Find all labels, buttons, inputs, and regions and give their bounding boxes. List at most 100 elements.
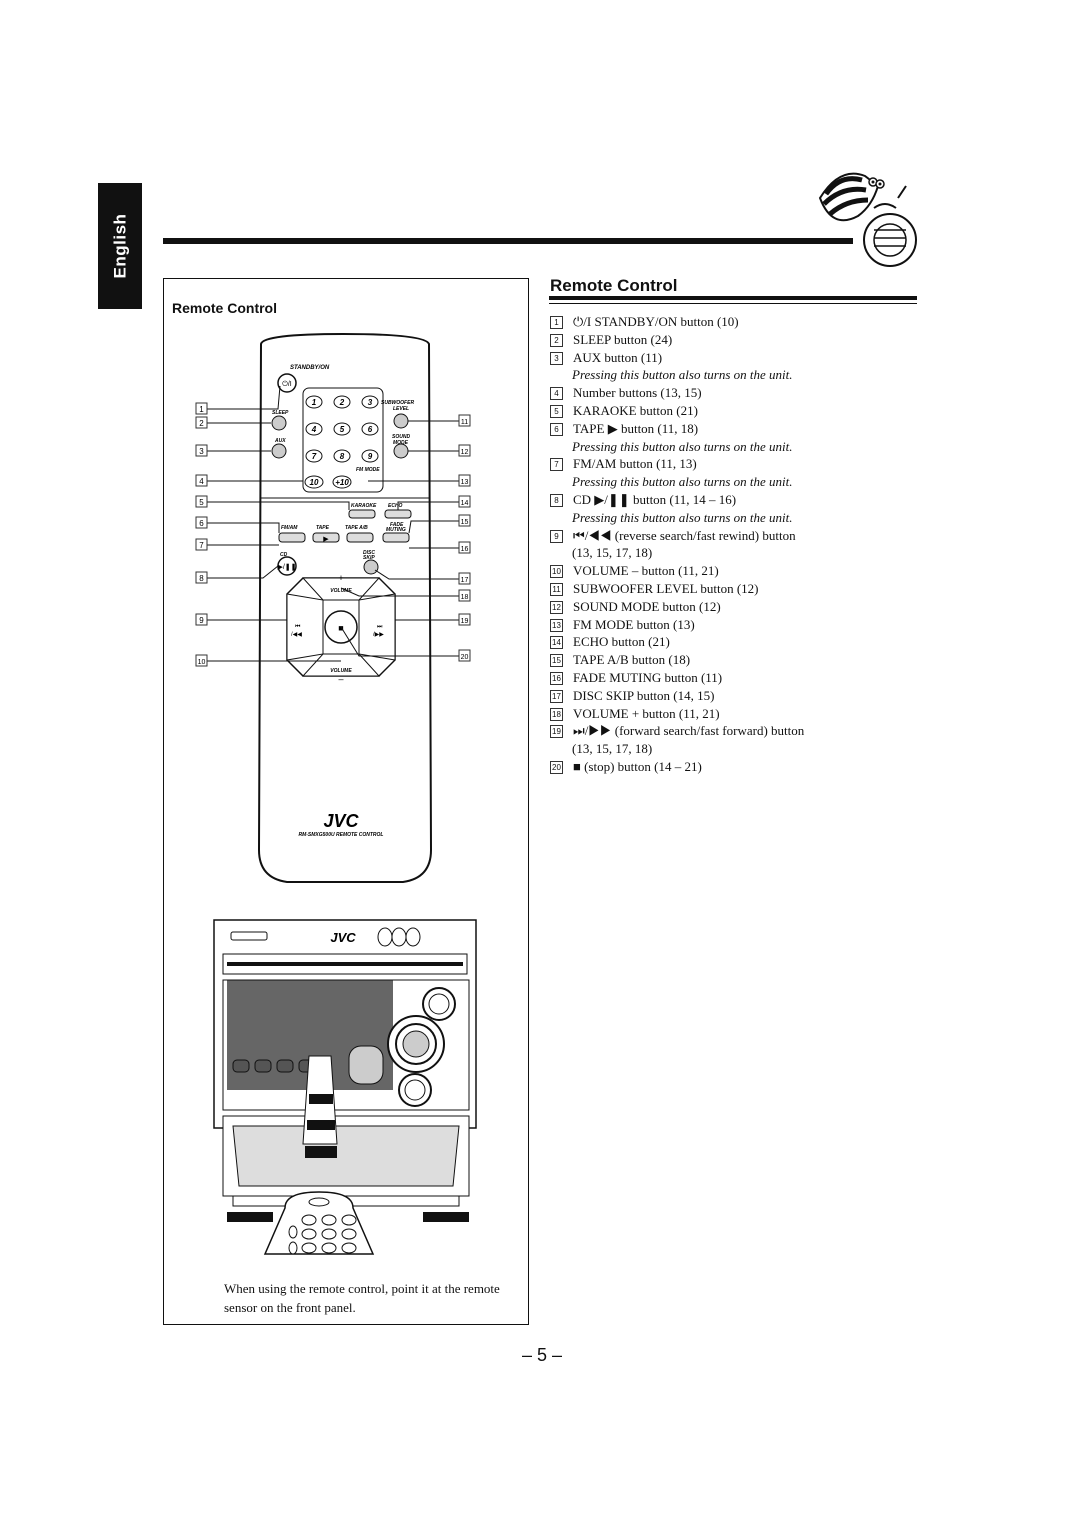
svg-text:DISC: DISC — [363, 550, 375, 556]
list-item: 14 ECHO button (21) — [550, 633, 920, 651]
key-1 — [305, 395, 323, 409]
list-item: 10 VOLUME – button (11, 21) — [550, 562, 920, 580]
item-text: ECHO button (21) — [573, 634, 670, 650]
language-tab: English — [98, 183, 142, 309]
item-continuation: (13, 15, 17, 18) — [572, 545, 653, 561]
svg-text:SOUND: SOUND — [392, 434, 410, 440]
svg-text:SKIP: SKIP — [363, 555, 375, 561]
svg-text:KARAOKE: KARAOKE — [351, 503, 377, 509]
svg-text:7: 7 — [199, 541, 204, 550]
svg-text:⏭: ⏭ — [377, 624, 383, 630]
section-title: Remote Control — [550, 276, 678, 295]
svg-text:SUBWOOFER: SUBWOOFER — [381, 400, 414, 406]
item-text: ■ (stop) button (14 – 21) — [573, 758, 702, 774]
subwoofer-level-button — [393, 413, 409, 429]
item-text: SLEEP button (24) — [573, 331, 673, 347]
item-continuation: (13, 15, 17, 18) — [572, 741, 653, 757]
language-label: English — [110, 213, 129, 279]
item-number: 7 — [550, 458, 563, 472]
remote-control-illustration: STANDBY/ON ⏻/I SLEEP AUX 1 2 3 4 5 6 7 8… — [195, 332, 471, 883]
standby-button — [277, 373, 297, 393]
item-text: SUBWOOFER LEVEL button (12) — [573, 580, 759, 596]
item-number: 2 — [550, 333, 563, 347]
svg-text:⏮: ⏮ — [295, 624, 301, 630]
remote-aux-label: AUX — [274, 438, 286, 444]
remote-illustration-box — [163, 278, 529, 1325]
svg-text:2: 2 — [339, 398, 345, 407]
key-3 — [361, 395, 379, 409]
key-4 — [305, 422, 323, 436]
item-number: 4 — [550, 387, 563, 401]
list-item: 9⏮/◀◀ (reverse search/fast rewind) butto… — [550, 527, 920, 545]
item-text: CD ▶/❚❚ button (11, 14 – 16) — [573, 491, 737, 507]
svg-text:13: 13 — [461, 479, 469, 486]
svg-text:–: – — [338, 674, 343, 684]
page-number: – 5 – — [522, 1345, 563, 1365]
item-text: SOUND MODE button (12) — [573, 598, 721, 614]
list-item: 7 FM/AM button (11, 13) — [550, 455, 920, 473]
item-note: Pressing this button also turns on the u… — [572, 367, 793, 383]
item-number: 17 — [550, 689, 563, 703]
svg-text:VOLUME: VOLUME — [330, 668, 352, 674]
svg-text:⏻/I: ⏻/I — [282, 380, 291, 388]
svg-text:CD: CD — [280, 552, 288, 558]
svg-text:15: 15 — [461, 519, 469, 526]
item-note: Pressing this button also turns on the u… — [572, 438, 793, 454]
box-title: Remote Control — [172, 300, 277, 316]
svg-text:TAPE A/B: TAPE A/B — [345, 525, 368, 531]
svg-text:3: 3 — [368, 398, 373, 407]
item-text: KARAOKE button (21) — [573, 402, 698, 418]
svg-text:9: 9 — [368, 452, 373, 461]
list-item: 2 SLEEP button (24) — [550, 331, 920, 349]
svg-text:■: ■ — [338, 623, 343, 633]
item-text: FM/AM button (11, 13) — [573, 456, 697, 472]
remote-brand: JVC — [323, 811, 359, 831]
svg-text:2: 2 — [199, 419, 204, 428]
list-item: 19⏭/▶▶ (forward search/fast forward) but… — [550, 722, 920, 740]
svg-text:+10: +10 — [335, 478, 349, 487]
list-item: 1⏻/I STANDBY/ON button (10) — [550, 313, 920, 331]
horn-mascot-illustration — [818, 172, 917, 267]
remote-standby-label: STANDBY/ON — [290, 365, 330, 371]
svg-text:▶/❚❚: ▶/❚❚ — [277, 563, 296, 571]
svg-text:10: 10 — [198, 659, 206, 666]
svg-text:1: 1 — [199, 405, 204, 414]
svg-text:ECHO: ECHO — [388, 503, 403, 509]
svg-text:6: 6 — [368, 425, 373, 434]
item-number: 16 — [550, 671, 563, 685]
key-plus10 — [332, 475, 352, 489]
item-text: VOLUME – button (11, 21) — [573, 563, 719, 579]
svg-text:6: 6 — [199, 519, 204, 528]
svg-text:FM MODE: FM MODE — [356, 467, 380, 473]
item-note: Pressing this button also turns on the u… — [572, 509, 793, 525]
key-6 — [361, 422, 379, 436]
item-number: 14 — [550, 636, 563, 650]
remote-sleep-label: SLEEP — [272, 410, 289, 416]
sound-mode-button — [393, 443, 409, 459]
list-item: 11 SUBWOOFER LEVEL button (12) — [550, 580, 920, 598]
svg-text:1: 1 — [312, 398, 317, 407]
svg-text:16: 16 — [461, 546, 469, 553]
item-text: FADE MUTING button (11) — [573, 669, 723, 685]
svg-text:10: 10 — [310, 478, 319, 487]
svg-text:+: + — [338, 573, 343, 583]
list-item: 3 AUX button (11) — [550, 349, 920, 367]
item-number: 20 — [550, 760, 563, 774]
svg-text:12: 12 — [461, 449, 469, 456]
svg-text:FM/AM: FM/AM — [281, 525, 298, 531]
key-2 — [333, 395, 351, 409]
aux-button — [271, 443, 287, 459]
header-rule — [163, 238, 853, 244]
item-number: 11 — [550, 582, 563, 596]
item-text: TAPE ▶ button (11, 18) — [573, 420, 699, 436]
item-text: AUX button (11) — [573, 349, 663, 365]
item-number: 10 — [550, 565, 563, 579]
item-number: 3 — [550, 351, 563, 365]
key-8 — [333, 449, 351, 463]
key-9 — [361, 449, 379, 463]
